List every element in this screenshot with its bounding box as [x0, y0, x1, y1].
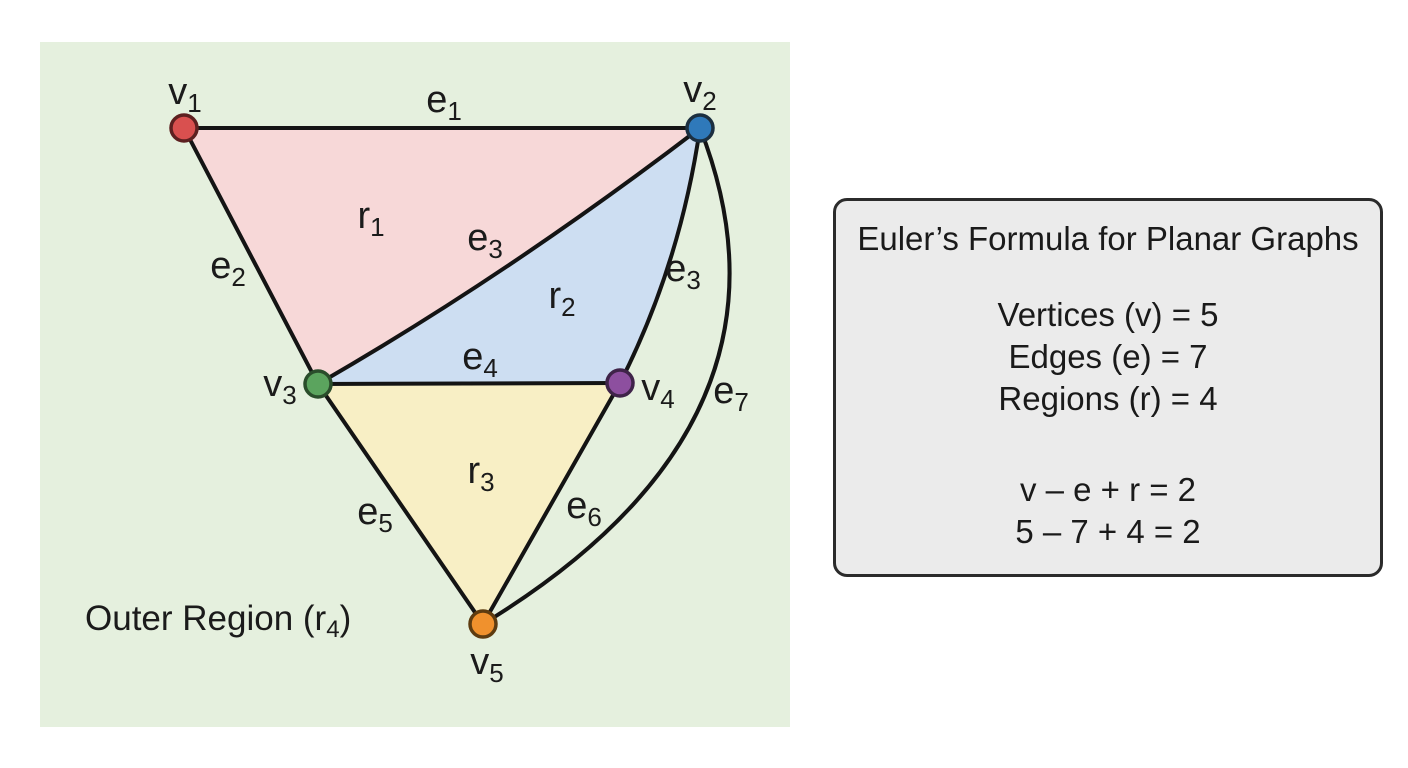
edge-label-e3-diagonal: e3 [467, 217, 503, 264]
edge-e5 [316, 382, 485, 626]
vertex-v3 [303, 369, 333, 399]
formula-box-title: Euler’s Formula for Planar Graphs [857, 220, 1359, 257]
formula-box-equations: v – e + r = 2 5 – 7 + 4 = 2 [836, 469, 1380, 553]
region-label-r3: r3 [467, 450, 494, 497]
edge-v2-v4 [618, 126, 702, 385]
edge-label-e4: e4 [462, 336, 498, 383]
region-label-r1: r1 [357, 195, 384, 242]
outer-region-label: Outer Region (r4) [85, 599, 351, 643]
vertex-label-v4: v4 [641, 367, 674, 414]
stat-regions: Regions (r) = 4 [998, 380, 1218, 417]
region-label-r2: r2 [548, 275, 575, 322]
stat-vertices: Vertices (v) = 5 [997, 296, 1219, 333]
edge-e4 [316, 381, 622, 386]
edge-e2 [182, 126, 320, 386]
formula-box: Euler’s Formula for Planar Graphs Vertic… [833, 198, 1383, 577]
vertex-label-v1: v1 [168, 71, 201, 118]
region-r1 [184, 128, 700, 384]
edge-label-e7: e7 [713, 370, 749, 417]
vertex-label-v3: v3 [263, 363, 296, 410]
planar-graph-figure: v1 v2 v3 v4 v5 e1 e2 e3 e3 e4 e5 e6 e7 r… [40, 42, 790, 727]
region-r2 [318, 128, 700, 384]
edge-label-e6: e6 [566, 485, 602, 532]
edge-label-e3-right: e3 [665, 248, 701, 295]
edge-e6 [481, 381, 622, 626]
edge-label-e1: e1 [426, 79, 462, 126]
vertex-label-v5: v5 [470, 641, 503, 688]
formula-box-stats: Vertices (v) = 5 Edges (e) = 7 Regions (… [836, 294, 1380, 420]
edge-e3-diagonal [316, 126, 702, 386]
vertex-v2 [685, 113, 715, 143]
stat-edges: Edges (e) = 7 [1008, 338, 1208, 375]
vertex-v4 [605, 368, 635, 398]
vertex-label-v2: v2 [683, 69, 716, 116]
euler-formula-symbolic: v – e + r = 2 [1019, 471, 1197, 508]
vertex-v5 [468, 609, 498, 639]
region-r3 [318, 383, 620, 624]
edge-label-e2: e2 [210, 245, 246, 292]
edge-label-e5: e5 [357, 491, 393, 538]
edge-e7-curve [481, 126, 732, 626]
euler-formula-numeric: 5 – 7 + 4 = 2 [1015, 513, 1201, 550]
vertex-v1 [169, 113, 199, 143]
